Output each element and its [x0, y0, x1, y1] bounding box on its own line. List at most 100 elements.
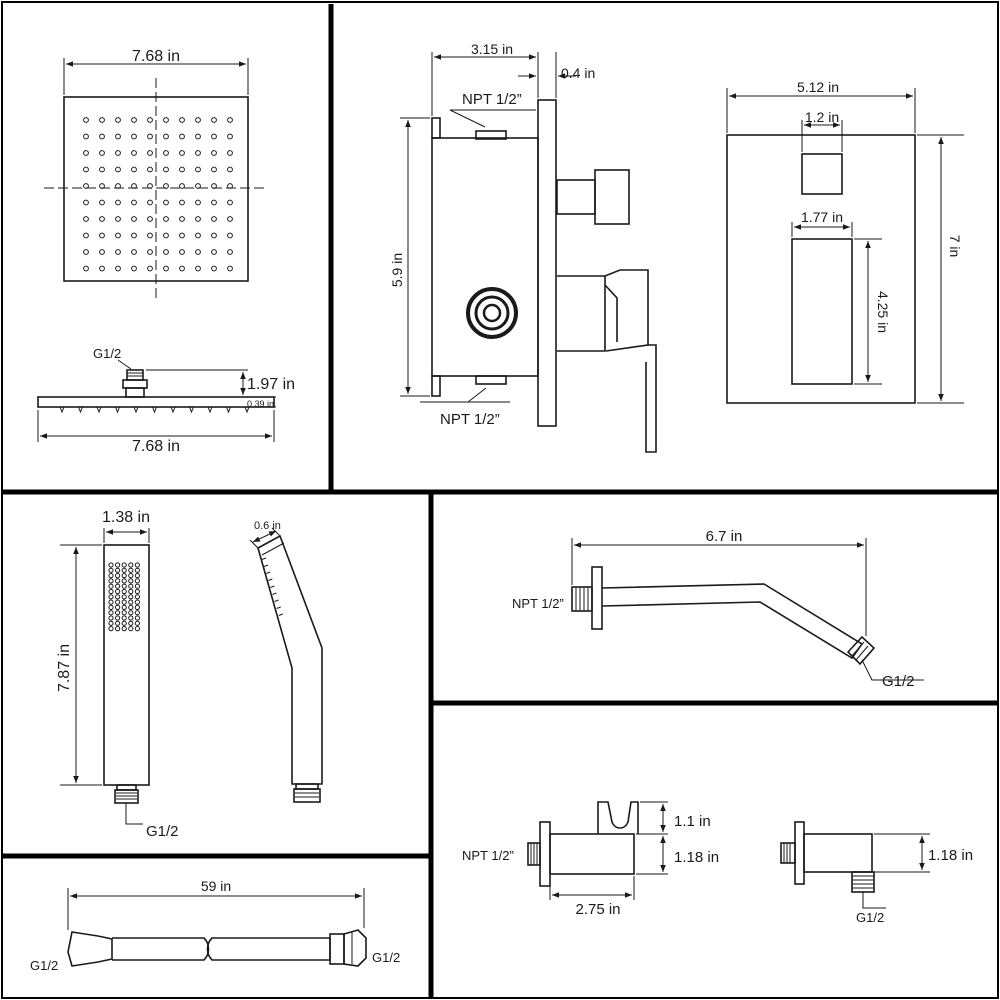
nozzle-dot	[147, 265, 153, 272]
nozzle-dot	[211, 150, 217, 156]
side-nozzle	[96, 406, 102, 414]
hose-left-connector-label: G1/2	[30, 958, 58, 973]
nozzle-dot	[115, 578, 121, 584]
nozzle-dot	[115, 216, 121, 222]
rain-head-top-view: 7.68 in	[44, 48, 266, 300]
nozzle-dot	[108, 573, 114, 579]
nozzle-dot	[163, 150, 169, 156]
trim-height-label: 7 in	[947, 235, 963, 258]
nozzle-dot	[121, 583, 127, 589]
nozzle-dot	[115, 249, 121, 255]
rain-head-nozzle-grid	[83, 117, 233, 272]
holder-cradle-height-label: 1.1 in	[674, 813, 711, 830]
nozzle-dot	[211, 117, 217, 123]
nozzle-dot	[115, 599, 121, 605]
nozzle-dot	[131, 199, 137, 206]
nozzle-dot	[83, 166, 89, 173]
nozzle-dot	[163, 199, 169, 206]
nozzle-dot	[195, 183, 201, 189]
nozzle-dot	[83, 183, 89, 189]
nozzle-dot	[134, 573, 140, 579]
nozzle-dot	[108, 620, 114, 626]
nozzle-dot	[134, 626, 140, 632]
nozzle-dot	[83, 133, 89, 140]
nozzle-dot	[227, 216, 233, 222]
hand-shower-nozzle-grid	[108, 562, 140, 632]
nozzle-dot	[211, 183, 217, 189]
nozzle-dot	[134, 578, 140, 584]
elbow-height-label: 1.18 in	[928, 847, 973, 864]
nozzle-dot	[115, 265, 121, 272]
side-hand-nozzle	[263, 564, 269, 567]
nozzle-dot	[115, 150, 121, 156]
nozzle-dot	[99, 199, 105, 206]
nozzle-dot	[115, 133, 121, 140]
nozzle-dot	[179, 199, 185, 206]
nozzle-dot	[227, 265, 233, 272]
nozzle-dot	[227, 150, 233, 156]
nozzle-dot	[195, 133, 201, 140]
nozzle-dot	[99, 232, 105, 239]
nozzle-dot	[163, 117, 169, 123]
nozzle-dot	[83, 249, 89, 255]
nozzle-dot	[147, 133, 153, 140]
side-nozzle	[207, 406, 213, 414]
valve-inlet-bottom-label: NPT 1/2”	[440, 411, 500, 428]
nozzle-dot	[99, 249, 105, 255]
nozzle-dot	[121, 567, 127, 573]
nozzle-dot	[83, 150, 89, 156]
nozzle-dot	[195, 166, 201, 173]
hose-right-connector-label: G1/2	[372, 950, 400, 965]
nozzle-dot	[134, 567, 140, 573]
hand-shower-side-view: 0.6 in	[249, 520, 323, 803]
nozzle-dot	[195, 249, 201, 255]
side-hand-nozzle	[268, 578, 273, 581]
nozzle-dot	[179, 232, 185, 239]
nozzle-dot	[134, 620, 140, 626]
nozzle-dot	[99, 166, 105, 173]
nozzle-dot	[227, 249, 233, 255]
nozzle-dot	[131, 265, 137, 272]
nozzle-dot	[179, 265, 185, 272]
nozzle-dot	[195, 265, 201, 272]
hand-shower-panel: 1.38 in 7.87 in G1/2 0.6 in	[56, 509, 323, 840]
elbow-outlet-label: G1/2	[856, 910, 884, 925]
nozzle-dot	[227, 199, 233, 206]
hand-shower-connector-label: G1/2	[146, 823, 179, 840]
nozzle-dot	[163, 216, 169, 222]
nozzle-dot	[134, 588, 140, 595]
nozzle-dot	[179, 117, 185, 123]
valve-inlet-top-label: NPT 1/2”	[462, 91, 522, 108]
nozzle-dot	[115, 588, 121, 595]
nozzle-dot	[128, 604, 134, 611]
nozzle-dot	[128, 588, 134, 595]
nozzle-dot	[134, 604, 140, 611]
nozzle-dot	[163, 133, 169, 140]
rain-head-panel: 7.68 in G1/2 1.97 in 0.39 in 7.68 in	[37, 48, 295, 455]
nozzle-dot	[227, 232, 233, 239]
rain-head-connector-label: G1/2	[93, 346, 121, 361]
nozzle-dot	[128, 594, 134, 600]
nozzle-dot	[115, 573, 121, 579]
nozzle-dot	[121, 594, 127, 600]
nozzle-dot	[115, 620, 121, 626]
side-hand-nozzle	[272, 592, 277, 595]
nozzle-dot	[99, 265, 105, 272]
nozzle-dot	[115, 626, 121, 632]
nozzle-dot	[108, 626, 114, 632]
shower-arm-outlet-label: G1/2	[882, 673, 915, 690]
trim-knob-width-label: 1.2 in	[805, 109, 839, 125]
trim-slot-height-label: 4.25 in	[875, 291, 891, 333]
nozzle-dot	[134, 610, 140, 616]
nozzle-dot	[99, 133, 105, 140]
nozzle-dot	[115, 562, 121, 568]
nozzle-dot	[121, 615, 127, 621]
nozzle-dot	[128, 573, 134, 579]
nozzle-dot	[121, 626, 127, 632]
nozzle-dot	[121, 604, 127, 611]
nozzle-dot	[128, 583, 134, 589]
nozzle-dot	[115, 594, 121, 600]
rain-head-plate-label: 0.39 in	[247, 399, 274, 409]
valve-height-label: 5.9 in	[389, 253, 405, 287]
valve-depth-label: 3.15 in	[471, 41, 513, 57]
